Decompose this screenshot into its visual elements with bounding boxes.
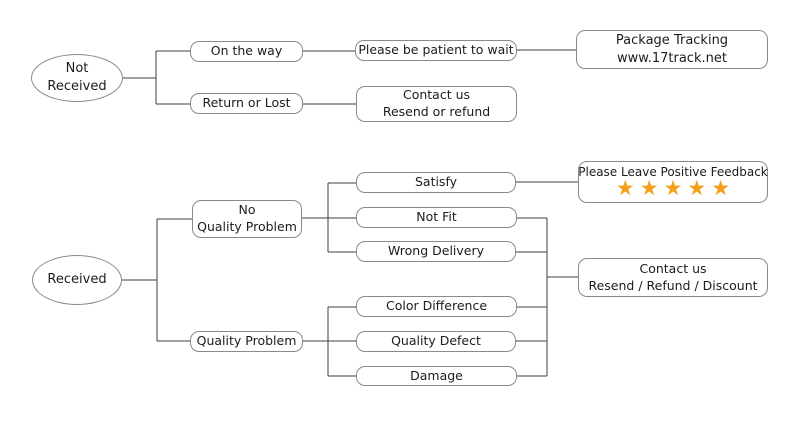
node-please-be-patient: Please be patient to wait [355,40,517,61]
node-positive-feedback: Please Leave Positive Feedback ★★★★★ [578,161,768,203]
node-contact-us-resend-refund: Contact us Resend or refund [356,86,517,122]
node-not-received: Not Received [31,54,123,102]
node-damage: Damage [356,366,517,386]
node-package-tracking: Package Tracking www.17track.net [576,30,768,69]
node-not-fit: Not Fit [356,207,517,228]
node-satisfy: Satisfy [356,172,516,193]
node-return-or-lost: Return or Lost [190,93,303,114]
node-no-quality-problem: No Quality Problem [192,200,302,238]
node-wrong-delivery: Wrong Delivery [356,241,516,262]
node-contact-us-resend-refund-discount: Contact us Resend / Refund / Discount [578,258,768,297]
positive-feedback-label: Please Leave Positive Feedback [578,165,768,179]
node-on-the-way: On the way [190,41,303,62]
node-quality-problem: Quality Problem [190,331,303,352]
node-color-difference: Color Difference [356,296,517,317]
node-received: Received [32,255,122,305]
five-star-rating-icon: ★★★★★ [615,176,736,200]
node-quality-defect: Quality Defect [356,331,516,352]
